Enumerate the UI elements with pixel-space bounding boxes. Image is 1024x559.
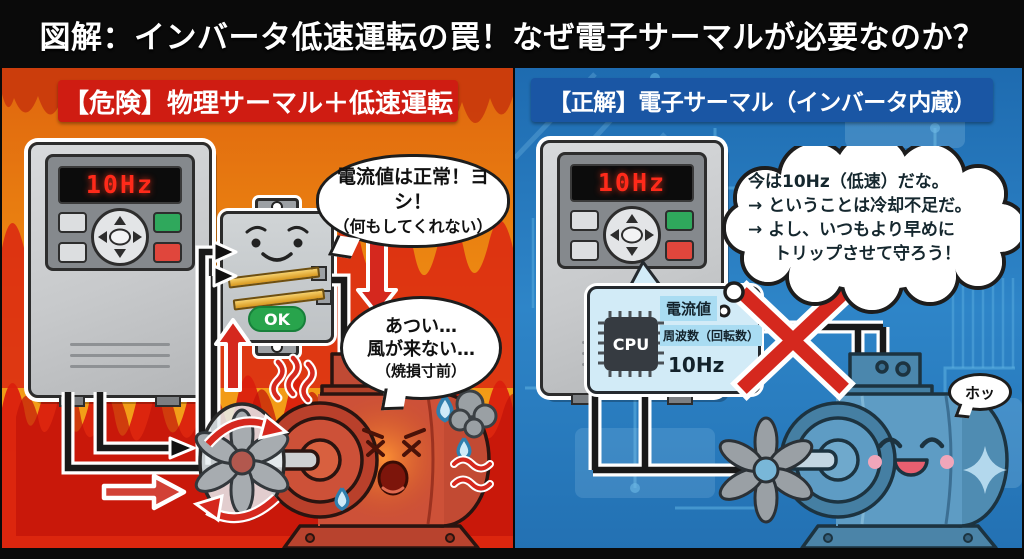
terminal-stub xyxy=(571,393,598,405)
speech-bubble-relay: 電流値は正常！ヨシ！ （何もしてくれない） xyxy=(316,154,510,259)
relay-face-icon xyxy=(245,225,309,262)
terminal-stub xyxy=(154,395,181,407)
speech-bubble-motor: あつい… 風が来ない… （焼損寸前） xyxy=(340,296,502,411)
mode-button xyxy=(58,241,88,263)
bimetal-strip xyxy=(227,266,321,289)
dpad xyxy=(90,208,149,267)
thermal-relay-graphic: OK xyxy=(220,198,334,356)
monitor-row-current: 電流値 xyxy=(660,296,718,321)
vent-lines xyxy=(70,342,170,368)
dpad xyxy=(602,206,661,265)
thought-bubble-text: 今は10Hz（低速）だな。 → ということは冷却不足だ。 → よし、いつもより早… xyxy=(748,172,972,265)
dpad-center xyxy=(108,228,131,246)
title-bar: 図解：インバータ低速運転の罠！なぜ電子サーマルが必要なのか？ xyxy=(0,0,1024,68)
stop-button xyxy=(664,239,694,261)
terminal-stub xyxy=(666,393,693,405)
inverter-keypad xyxy=(570,206,694,265)
dpad-right-icon xyxy=(644,229,654,242)
correct-panel: 【正解】電子サーマル（インバータ内蔵） 10Hz xyxy=(515,68,1022,548)
inverter-left-graphic: 10Hz xyxy=(28,142,212,407)
relay-body: OK xyxy=(220,211,334,343)
inverter-keypad xyxy=(58,208,182,267)
dpad-down-icon xyxy=(625,247,638,257)
svg-text:CPU: CPU xyxy=(613,335,649,354)
cpu-box: CPU 電流値 周波数（回転数） 10Hz xyxy=(587,286,763,394)
relief-bubble: ホッ xyxy=(948,373,1012,419)
function-button xyxy=(58,211,88,233)
inverter-display: 10Hz xyxy=(58,165,182,204)
dpad-left-icon xyxy=(97,231,107,244)
page-title: 図解：インバータ低速運転の罠！なぜ電子サーマルが必要なのか？ xyxy=(39,19,985,56)
cpu-chip-icon: CPU xyxy=(598,311,664,377)
dpad-center xyxy=(620,226,643,244)
dpad-down-icon xyxy=(113,249,126,259)
run-button xyxy=(664,209,694,231)
danger-panel: 【危険】物理サーマル＋低速運転 10Hz xyxy=(2,68,513,548)
mode-button xyxy=(570,239,600,261)
danger-banner: 【危険】物理サーマル＋低速運転 xyxy=(58,80,458,122)
monitor-row-frequency: 周波数（回転数） xyxy=(660,325,763,346)
ok-badge: OK xyxy=(248,306,306,332)
monitor-row-hz: 10Hz xyxy=(668,353,725,377)
terminal-stub xyxy=(59,395,86,407)
dpad-up-icon xyxy=(625,214,638,224)
inverter-control-head: 10Hz xyxy=(557,151,707,270)
dpad-right-icon xyxy=(132,231,142,244)
dpad-left-icon xyxy=(609,229,619,242)
run-button xyxy=(152,211,182,233)
function-button xyxy=(570,209,600,231)
inverter-control-head: 10Hz xyxy=(45,153,195,272)
bubble-tail xyxy=(380,387,408,411)
correct-banner: 【正解】電子サーマル（インバータ内蔵） xyxy=(531,78,993,122)
dpad-up-icon xyxy=(113,216,126,226)
inverter-display: 10Hz xyxy=(570,163,694,202)
stop-button xyxy=(152,241,182,263)
